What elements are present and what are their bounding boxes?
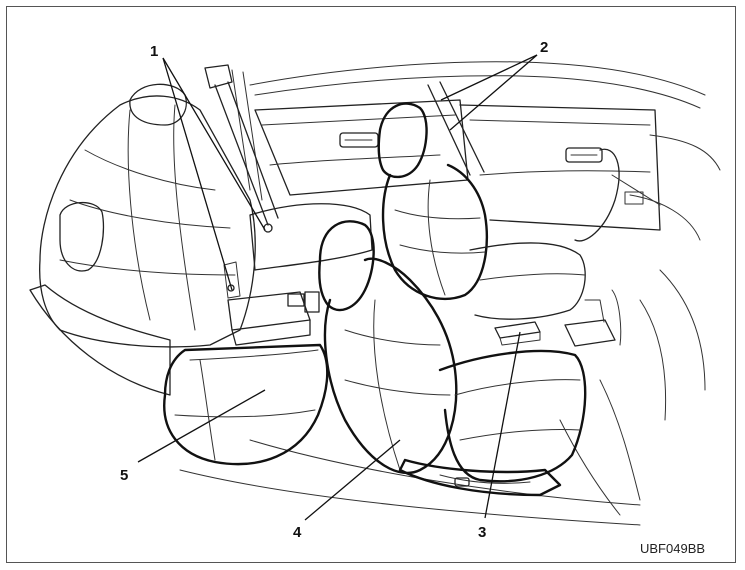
rear-seat: [29, 64, 373, 466]
leader-lines: [137, 54, 538, 521]
callout-4: 4: [293, 524, 302, 541]
figure-code: UBF049BB: [640, 541, 705, 556]
figure-frame: [6, 6, 736, 563]
callout-labels: 1 2 3 4 5: [120, 39, 548, 541]
callout-3: 3: [478, 524, 486, 541]
seat-belt-buckle: [494, 321, 541, 346]
front-driver-seat: [377, 102, 586, 320]
car-interior-outline: [179, 61, 721, 526]
callout-2: 2: [540, 39, 548, 56]
front-passenger-seat: [318, 220, 587, 497]
callout-5: 5: [120, 467, 128, 484]
callout-1: 1: [150, 43, 158, 60]
